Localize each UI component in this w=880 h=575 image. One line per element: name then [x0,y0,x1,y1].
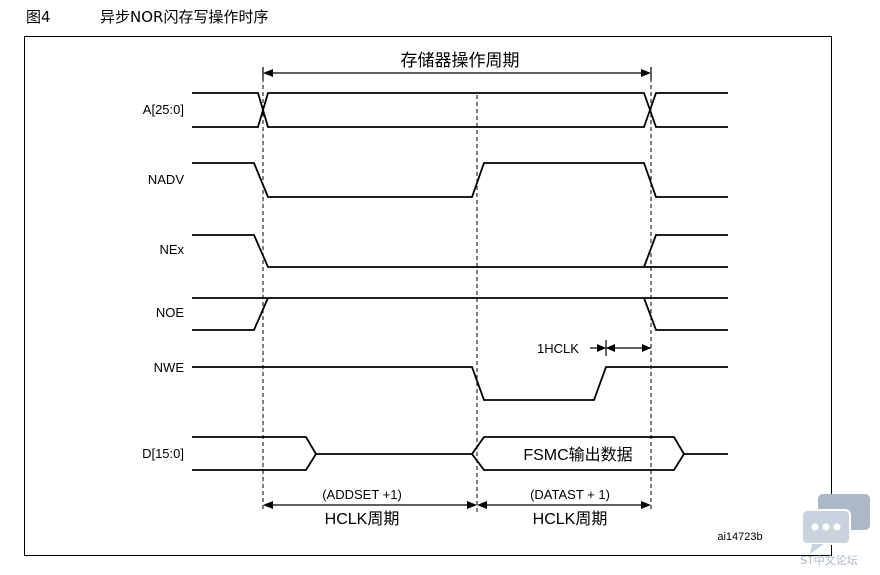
datast-arrow-left [477,501,487,509]
arrowhead-left [263,69,273,77]
data-waveform [192,436,728,471]
watermark-text: ST中文论坛 [800,554,858,567]
datast-arrow-right [641,501,651,509]
signal-label-nwe: NWE [154,360,185,375]
figure-number: 图4 [26,8,51,26]
hclk-arrowhead-right [642,344,651,352]
cycle-arrow [262,67,652,80]
data-bus-label: FSMC输出数据 [523,446,632,464]
arrowhead-right [641,69,651,77]
guide-lines [262,78,652,512]
addset-bottom-label: HCLK周期 [325,510,400,528]
hclk-note: 1HCLK [537,341,579,356]
chat-bubble-icon [801,494,870,554]
signal-label-noe: NOE [156,305,185,320]
nex-waveform [192,234,728,268]
datast-top-label: (DATAST + 1) [530,487,610,502]
cycle-label: 存储器操作周期 [401,51,520,71]
nadv-waveform [192,162,728,198]
signal-label-data: D[15:0] [142,446,184,461]
diagram-frame [24,36,832,556]
addr-waveform [192,92,728,128]
figure-title: 异步NOR闪存写操作时序 [100,8,269,26]
addset-arrow-left [263,501,273,509]
datast-bottom-label: HCLK周期 [533,510,608,528]
signal-label-addr: A[25:0] [143,102,184,117]
noe-waveform [192,297,728,331]
addset-arrow-right [467,501,477,509]
hclk-arrowhead-left [597,344,606,352]
nwe-waveform [192,366,728,401]
addset-top-label: (ADDSET +1) [322,487,402,502]
signal-label-nex: NEx [159,242,184,257]
figure-id: ai14723b [717,531,762,543]
signal-label-nadv: NADV [148,172,184,187]
hclk-arrowhead-mid [606,344,615,352]
